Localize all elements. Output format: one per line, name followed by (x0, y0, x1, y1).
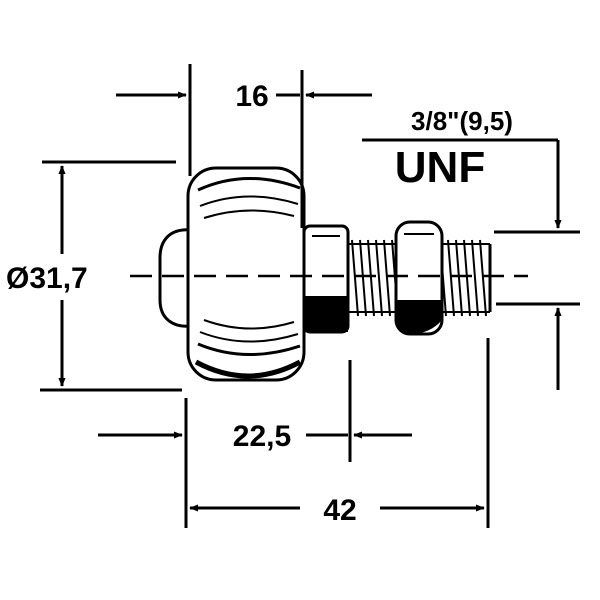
part-head (158, 228, 194, 328)
dim-label-diameter: Ø31,7 (6, 262, 88, 295)
dim-label-42: 42 (323, 494, 356, 527)
dim-label-22-5: 22,5 (233, 420, 291, 453)
barrel-groove-bottom (197, 342, 301, 357)
dim-label-thread-type: UNF (395, 143, 485, 192)
clamp-part (158, 166, 492, 382)
barrel-groove-top (197, 176, 301, 192)
barrel-groove-bottom-2 (199, 331, 299, 343)
dim-label-thread-size: 3/8"(9,5) (411, 106, 513, 136)
nut-1-shadow (304, 296, 348, 332)
dimension-lines (40, 64, 580, 528)
nut-2-shadow (396, 300, 442, 334)
barrel-shadow (194, 359, 302, 379)
dim-label-16: 16 (235, 80, 268, 113)
barrel-groove-top-2 (199, 195, 299, 207)
barrel-groove-bottom-3 (203, 319, 295, 330)
barrel-groove-top-3 (203, 209, 295, 219)
